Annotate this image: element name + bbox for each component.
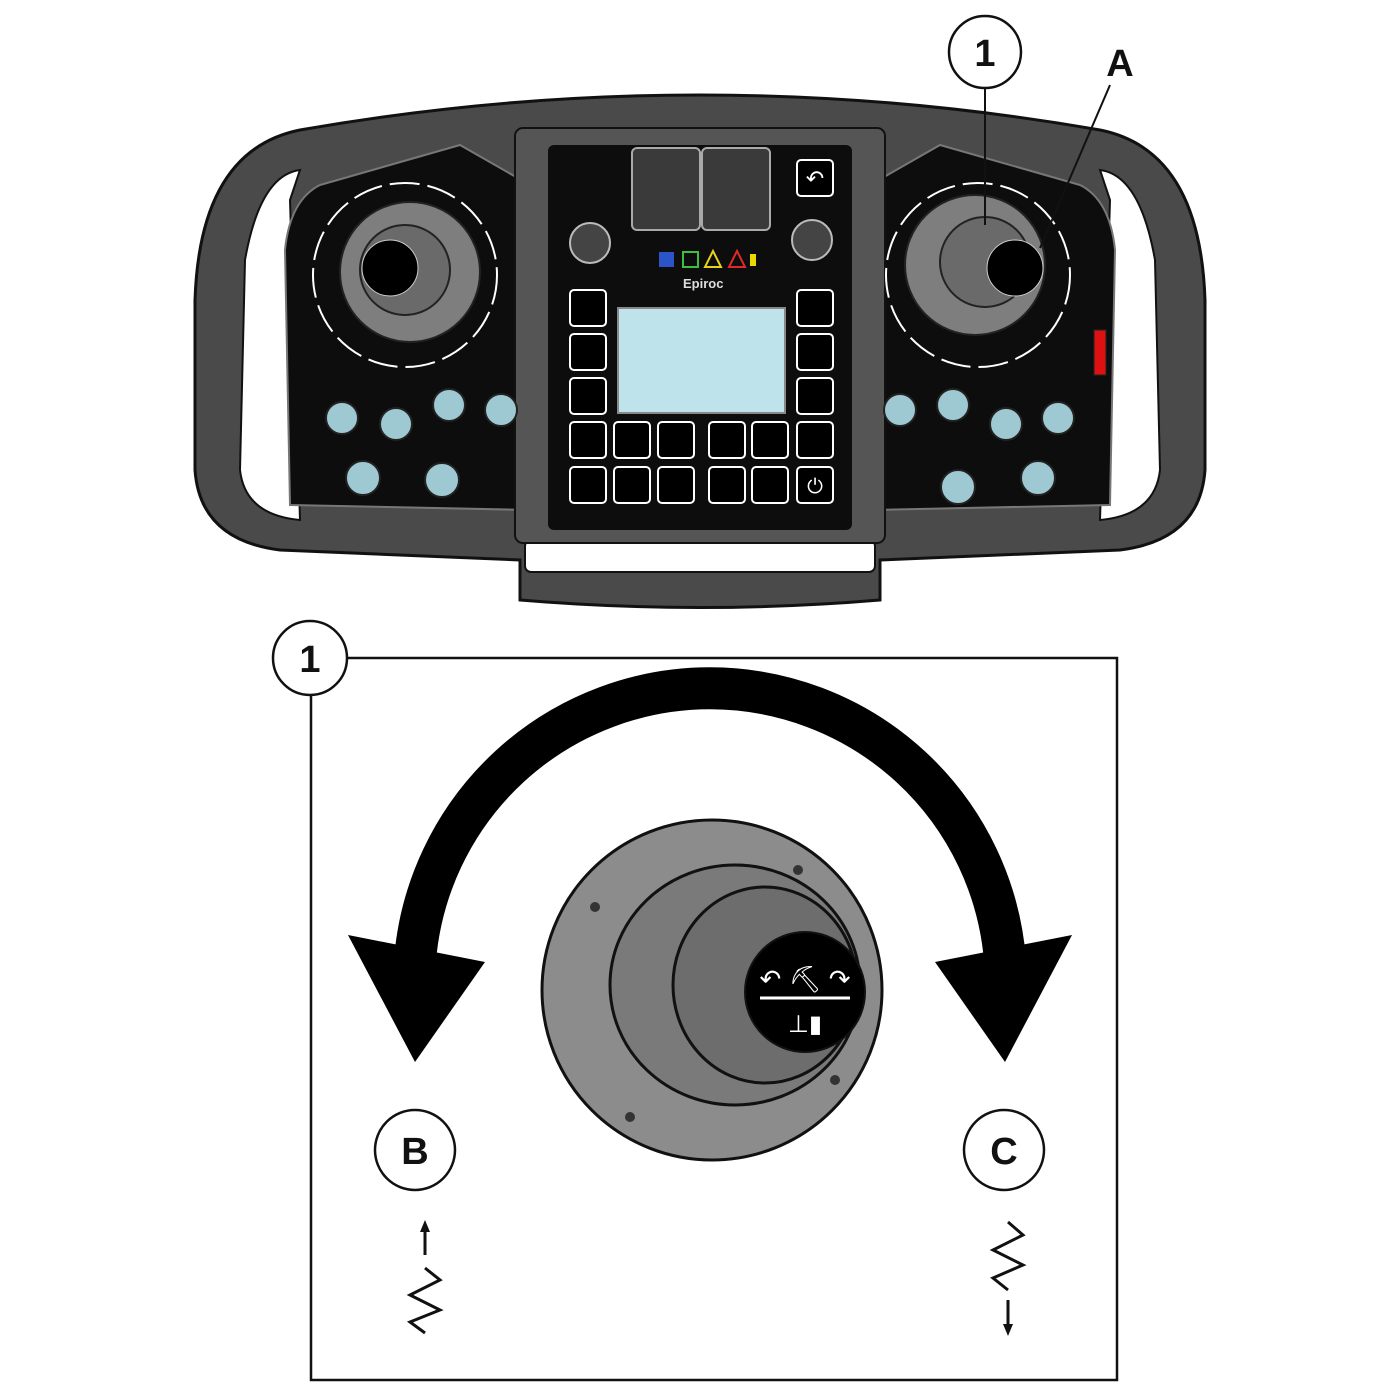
function-button[interactable] bbox=[569, 421, 607, 459]
toggle-switch[interactable] bbox=[484, 393, 518, 427]
function-button[interactable] bbox=[569, 377, 607, 415]
rotary-knob[interactable] bbox=[345, 460, 381, 496]
toggle-switch[interactable] bbox=[989, 407, 1023, 441]
check-icon bbox=[682, 251, 699, 268]
function-button[interactable] bbox=[708, 421, 746, 459]
rpm-button[interactable] bbox=[657, 466, 695, 504]
callout-circle-c bbox=[962, 1108, 1046, 1192]
rotary-knob-right[interactable] bbox=[791, 219, 833, 261]
brand-logo: Epiroc bbox=[683, 276, 723, 291]
status-indicators bbox=[659, 248, 756, 268]
toggle-switch[interactable] bbox=[379, 407, 413, 441]
battery-icon bbox=[750, 254, 756, 266]
callout-1: 1 bbox=[974, 33, 995, 75]
toggle-switch[interactable] bbox=[1041, 401, 1075, 435]
display-screen bbox=[617, 307, 786, 414]
power-button[interactable] bbox=[796, 466, 834, 504]
callout-circle-b bbox=[373, 1108, 457, 1192]
arrow-left-icon bbox=[348, 935, 485, 1062]
handle-opening-bottom bbox=[524, 539, 876, 573]
function-buttons bbox=[569, 289, 834, 504]
spring-extended-icon bbox=[406, 1220, 444, 1335]
rotary-knob[interactable] bbox=[1020, 460, 1056, 496]
power-icon: ⏻ bbox=[807, 476, 823, 498]
rotary-knob[interactable] bbox=[940, 469, 976, 505]
callout-a: A bbox=[1106, 43, 1133, 85]
toggle-switch[interactable] bbox=[883, 393, 917, 427]
callout-circle-1 bbox=[947, 14, 1023, 90]
function-button[interactable] bbox=[569, 466, 607, 504]
back-button[interactable] bbox=[796, 159, 834, 197]
spring-compressed-icon bbox=[989, 1220, 1027, 1336]
wifi-icon bbox=[659, 252, 674, 267]
rotary-knob-left[interactable] bbox=[569, 222, 611, 264]
back-icon: ↶ bbox=[806, 166, 824, 191]
engine-button[interactable] bbox=[708, 466, 746, 504]
slow-speed-button[interactable] bbox=[613, 421, 651, 459]
rocker-switch-left[interactable] bbox=[631, 147, 701, 231]
function-button[interactable] bbox=[796, 333, 834, 371]
function-button[interactable] bbox=[796, 377, 834, 415]
rotary-knob[interactable] bbox=[424, 462, 460, 498]
toggle-switches bbox=[325, 388, 1075, 505]
emergency-stop-tab[interactable] bbox=[1093, 329, 1107, 376]
boom-rotate-icon: ↶ ⛏ ↷ bbox=[759, 964, 850, 994]
right-joystick[interactable] bbox=[885, 182, 1071, 368]
horn-button[interactable] bbox=[613, 466, 651, 504]
detail-callout-1: 1 bbox=[299, 639, 320, 681]
function-button[interactable] bbox=[796, 289, 834, 327]
arrow-right-icon bbox=[935, 935, 1072, 1062]
function-button[interactable] bbox=[569, 333, 607, 371]
remote-control-unit: ↶ Epiroc bbox=[193, 93, 1207, 609]
drill-icon: ⊥▮ bbox=[788, 1011, 822, 1038]
toggle-switch[interactable] bbox=[432, 388, 466, 422]
rocker-switch-right[interactable] bbox=[701, 147, 771, 231]
warning-yellow-icon bbox=[703, 248, 723, 268]
function-button[interactable] bbox=[569, 289, 607, 327]
warning-red-icon bbox=[727, 248, 747, 268]
function-button[interactable] bbox=[751, 421, 789, 459]
joystick-cap[interactable] bbox=[744, 931, 866, 1053]
detail-frame bbox=[309, 656, 1119, 1382]
function-button[interactable] bbox=[796, 421, 834, 459]
toggle-switch[interactable] bbox=[936, 388, 970, 422]
callout-c: C bbox=[990, 1131, 1017, 1173]
joystick-detail: ↶ ⛏ ↷ ⊥▮ bbox=[540, 818, 884, 1162]
detail-callout-circle bbox=[271, 619, 349, 697]
callout-b: B bbox=[401, 1131, 428, 1173]
left-joystick[interactable] bbox=[312, 182, 498, 368]
edit-button[interactable] bbox=[751, 466, 789, 504]
toggle-switch[interactable] bbox=[325, 401, 359, 435]
rotation-arc bbox=[394, 667, 1026, 962]
leader-line-a bbox=[1039, 84, 1111, 249]
function-button[interactable] bbox=[657, 421, 695, 459]
